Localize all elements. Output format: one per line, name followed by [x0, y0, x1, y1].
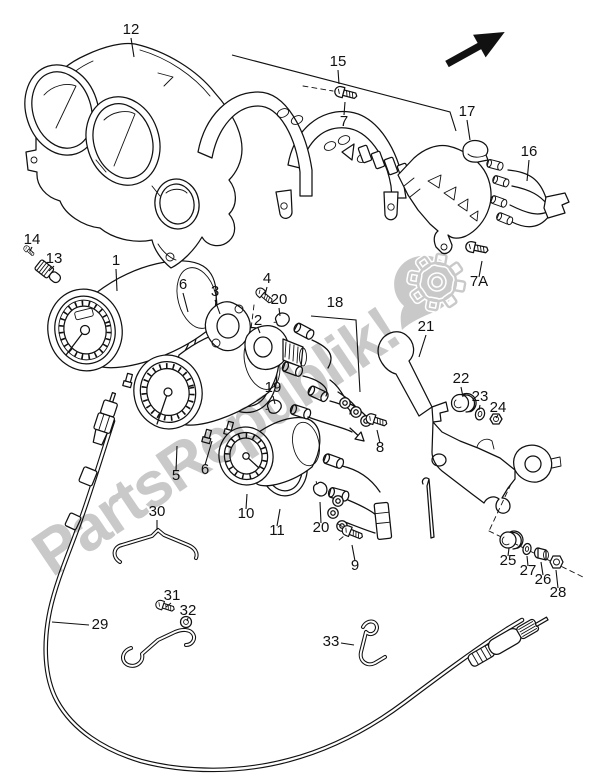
nut-24 [489, 413, 503, 425]
meter-housing [24, 42, 243, 269]
odometer-window [74, 307, 94, 321]
upper-cover-b [287, 110, 407, 221]
wire-harness-20 [321, 452, 393, 542]
tach-needle [156, 391, 169, 425]
part-label-19: 19 [265, 379, 282, 396]
part-label-30: 30 [149, 503, 166, 520]
part-label-20b: 20 [313, 519, 330, 536]
direction-arrow [445, 32, 505, 68]
part-label-1: 1 [112, 252, 120, 269]
part-label-7a: 7A [470, 273, 488, 290]
bulb-20a [271, 310, 292, 329]
spacer-26 [533, 547, 549, 561]
part-label-14: 14 [24, 231, 41, 248]
part-labels: 12 15 7 17 16 14 13 1 6 3 4 20 2 18 21 7… [24, 21, 567, 650]
screw-7a [464, 239, 490, 257]
plate-2-with-drive [244, 325, 307, 370]
speedometer-cable [43, 392, 549, 773]
part-label-9: 9 [351, 557, 359, 574]
gasket-plate-3 [204, 301, 251, 352]
trip-knob-13 [34, 259, 62, 284]
bushing-22 [450, 392, 477, 413]
part-label-16: 16 [521, 143, 538, 160]
fuel-ticks [224, 432, 268, 480]
speedo-ticks [58, 300, 112, 360]
fuel-gauge [218, 417, 321, 487]
part-label-18: 18 [327, 294, 344, 311]
leader-lines [29, 37, 559, 646]
part-label-24: 24 [490, 399, 507, 416]
wire-harness-18 [280, 315, 372, 442]
part-label-31: 31 [164, 587, 181, 604]
part-label-6a: 6 [179, 276, 187, 293]
part-label-27: 27 [520, 562, 537, 579]
bulb-20b [310, 477, 330, 499]
part-label-11: 11 [269, 522, 285, 539]
part-label-13: 13 [46, 250, 63, 267]
tach-ticks [141, 363, 195, 421]
speedometer [47, 260, 218, 389]
nut-28 [549, 555, 564, 569]
part-label-2: 2 [254, 312, 262, 329]
part-label-22: 22 [453, 370, 470, 387]
part-label-4: 4 [263, 270, 271, 287]
part-label-17: 17 [459, 103, 476, 120]
speedo-needle [65, 329, 86, 356]
part-label-12: 12 [123, 21, 140, 38]
part-label-5: 5 [172, 467, 180, 484]
part-label-7: 7 [340, 113, 348, 130]
part-label-10: 10 [238, 505, 255, 522]
wire-connector [543, 192, 570, 219]
clamp-33 [358, 619, 387, 667]
upper-cover-a [197, 91, 313, 219]
screw-7 [333, 84, 359, 102]
part-label-6b: 6 [201, 461, 209, 478]
clamp-30 [112, 528, 199, 564]
part-label-32: 32 [180, 602, 197, 619]
part-label-21: 21 [418, 318, 435, 335]
washer-27 [522, 542, 532, 556]
clip-32 [121, 615, 197, 668]
part-label-29: 29 [92, 616, 109, 633]
part-label-23: 23 [472, 388, 489, 405]
lamp-panel [397, 144, 570, 255]
part-label-25: 25 [500, 552, 517, 569]
bushing-25 [499, 530, 524, 550]
trip-rod [421, 477, 435, 539]
part-label-8: 8 [376, 439, 384, 456]
cushion-17 [462, 139, 489, 163]
part-label-20a: 20 [271, 291, 288, 308]
part-label-15: 15 [330, 53, 347, 70]
part-label-3: 3 [211, 283, 219, 300]
part-label-26: 26 [535, 571, 552, 588]
part-label-33: 33 [323, 633, 340, 650]
washer-23 [474, 407, 486, 421]
mount-bracket-21 [377, 331, 562, 514]
screw-9 [340, 523, 365, 542]
part-label-28: 28 [550, 584, 567, 601]
